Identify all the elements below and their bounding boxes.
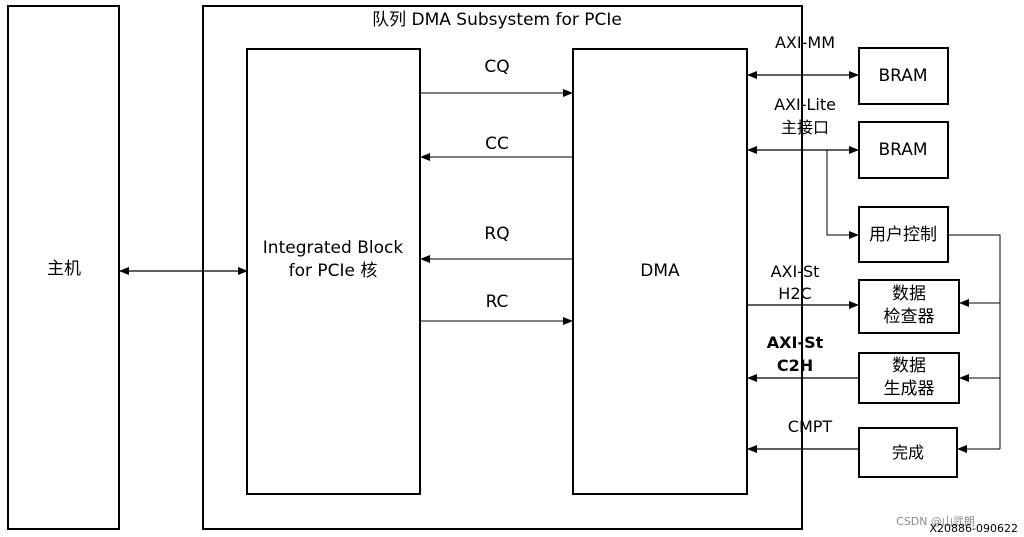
host-label: 主机 [47,259,81,279]
axi-mm-label: AXI-MM [775,33,835,52]
bram-mm-label: BRAM [878,66,927,86]
user-control-block: 用户控制 [858,206,949,263]
subsystem-title: 队列 DMA Subsystem for PCIe [372,10,622,30]
completion-block: 完成 [858,427,958,478]
rq-label: RQ [484,224,509,244]
integrated-block-label-line2: for PCIe 核 [289,261,378,281]
axi-st-h2c-label-line1: AXI-St [771,262,820,281]
axi-st-h2c-label-line2: H2C [778,284,811,303]
data-checker-block: 数据 检查器 [858,279,960,334]
axi-st-c2h-label-line1: AXI-St [767,333,824,352]
integrated-block: Integrated Block for PCIe 核 [246,48,421,495]
axi-st-c2h-label-line2: C2H [777,356,813,375]
bram-lite-block: BRAM [858,121,949,179]
data-generator-label-line2: 生成器 [884,379,935,399]
figure-id-text: X20886-090622 [930,522,1019,535]
user-control-label: 用户控制 [869,225,937,245]
watermark-text: CSDN @山武朗 [896,515,975,528]
bram-lite-label: BRAM [878,140,927,160]
cq-label: CQ [484,57,509,77]
data-generator-label-line1: 数据 [892,356,926,376]
cmpt-label: CMPT [788,417,833,436]
user-control-bus [948,234,1001,449]
integrated-block-label-line1: Integrated Block [263,238,404,258]
completion-label: 完成 [892,443,924,462]
data-checker-label-line2: 检查器 [884,307,935,327]
axi-lite-label-line2: 主接口 [781,118,829,137]
dma-label: DMA [640,261,680,281]
rc-label: RC [486,292,509,312]
data-checker-label-line1: 数据 [892,284,926,304]
axi-lite-label-line1: AXI-Lite [774,95,836,114]
dma-block: DMA [572,48,748,495]
host-block: 主机 [7,5,120,530]
bram-mm-block: BRAM [858,47,949,105]
axi-lite-to-user-control [826,150,859,239]
cc-label: CC [485,134,509,154]
data-generator-block: 数据 生成器 [858,352,960,404]
